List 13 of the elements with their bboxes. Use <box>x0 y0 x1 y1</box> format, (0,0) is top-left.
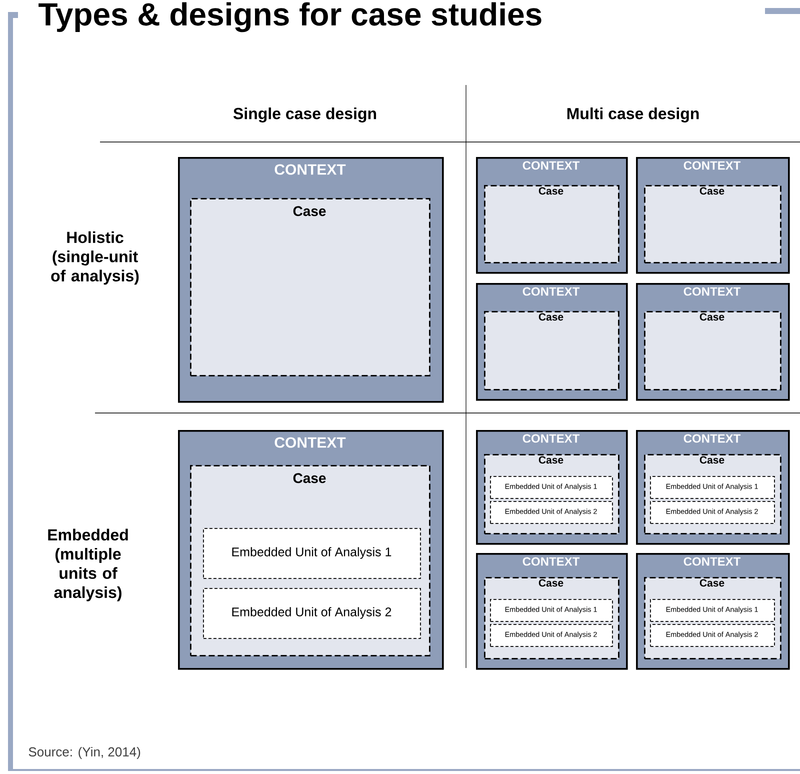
case-box: Case <box>484 311 620 390</box>
column-header: Multi case design <box>567 108 699 122</box>
embedded-unit-box: Embedded Unit of Analysis 2 <box>203 588 421 639</box>
case-box: Case <box>190 198 430 376</box>
row-header: Embedded (multiple units of analysis) <box>48 528 128 602</box>
case-box: Case <box>484 185 620 264</box>
source-note: Source: (Yin, 2014) <box>28 746 140 760</box>
column-header: Single case design <box>233 108 376 122</box>
row-header: Holistic (single-unit of analysis) <box>51 231 139 285</box>
case-box: Case <box>644 185 782 264</box>
title: Types & designs for case studies <box>38 2 542 32</box>
case-box: Case <box>644 311 782 390</box>
embedded-unit-box: Embedded Unit of Analysis 1 <box>203 528 421 579</box>
